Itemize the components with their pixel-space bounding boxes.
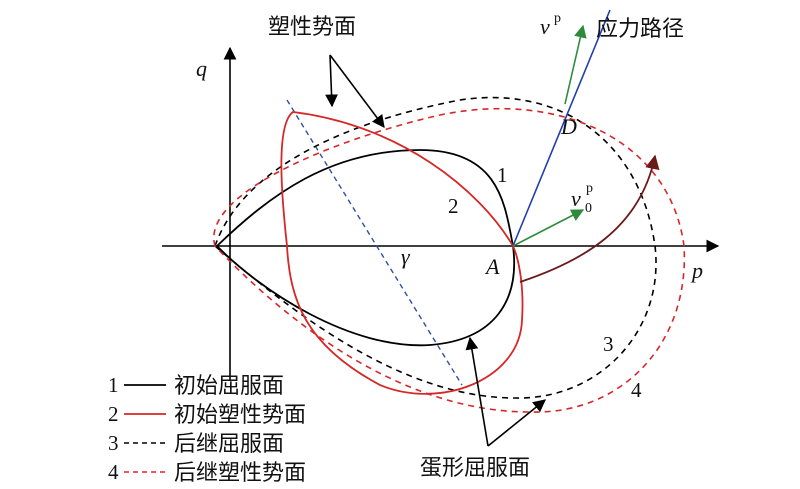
v0p-vector [512, 209, 585, 247]
legend-number: 3 [108, 431, 119, 455]
axis-q-label: q [196, 56, 207, 81]
vp-vector [564, 24, 587, 105]
egg-yield-pointer-2 [487, 399, 546, 447]
legend-item-3: 3 后继屈服面 [108, 431, 284, 457]
egg-yield-label: 蛋形屈服面 [420, 456, 530, 481]
subsequent-yield-surface [214, 96, 657, 399]
point-d-label: D [560, 114, 577, 139]
legend-label: 后继屈服面 [174, 432, 284, 457]
legend-label: 初始屈服面 [174, 374, 284, 399]
evolution-arrow [519, 154, 660, 283]
point-a-label: A [484, 254, 500, 279]
initial-plastic-potential-surface [280, 111, 524, 395]
legend-item-1: 1 初始屈服面 [108, 373, 284, 399]
stress-path-line [512, 9, 611, 247]
legend-number: 1 [108, 373, 119, 397]
plastic-potential-label: 塑性势面 [268, 15, 356, 40]
plastic-potential-pointer-1 [325, 54, 338, 108]
curve-number-3: 3 [603, 332, 614, 356]
legend-number: 2 [108, 402, 119, 426]
vp-label: v [540, 14, 550, 39]
axis-p-label: p [690, 258, 703, 283]
legend-label: 后继塑性势面 [174, 461, 306, 486]
curve-number-1: 1 [497, 163, 508, 187]
legend-label: 初始塑性势面 [174, 403, 306, 428]
v0p-label: v [571, 186, 581, 211]
subsequent-plastic-potential-surface [213, 107, 686, 413]
legend-item-2: 2 初始塑性势面 [108, 402, 306, 428]
curve-number-4: 4 [631, 378, 642, 402]
legend-item-4: 4 后继塑性势面 [108, 460, 306, 486]
gamma-reference-line [286, 99, 463, 386]
vp-label-superscript: p [554, 11, 561, 26]
gamma-label: γ [401, 244, 411, 269]
egg-yield-pointer-1 [465, 336, 489, 447]
initial-yield-surface [215, 149, 515, 347]
legend: 1 初始屈服面 2 初始塑性势面 3 后继屈服面 4 后继塑性势面 [108, 373, 306, 486]
v0p-label-superscript: p [586, 181, 593, 196]
stress-path-label: 应力路径 [596, 17, 684, 42]
curve-number-2: 2 [448, 194, 459, 218]
legend-number: 4 [108, 460, 119, 484]
v0p-label-subscript: 0 [585, 201, 592, 216]
plastic-potential-pointer-2 [329, 54, 385, 129]
